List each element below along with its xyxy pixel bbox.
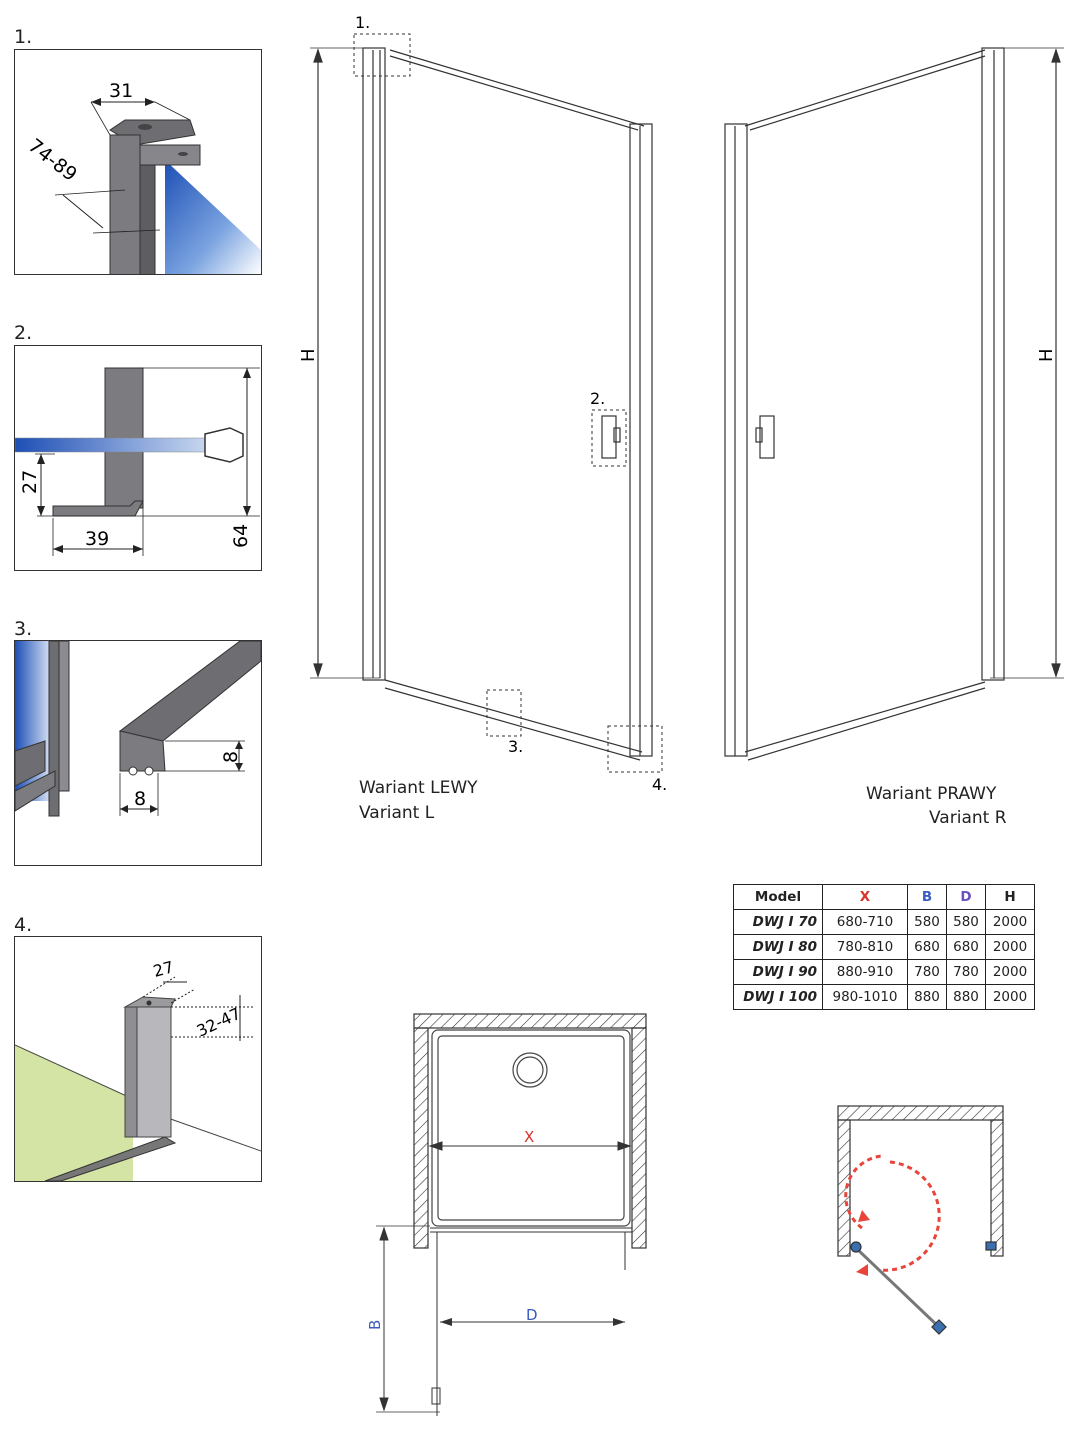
callout-4: 4. — [652, 775, 667, 794]
right-variant-line1: Wariant PRAWY — [866, 784, 997, 804]
header-b: B — [907, 884, 947, 910]
cell-h: 2000 — [985, 984, 1035, 1010]
detail-3-number: 3. — [14, 618, 33, 640]
right-variant-line2: Variant R — [929, 808, 1007, 828]
detail-2-height-small-dim: 27 — [19, 470, 41, 494]
cell-model: DWJ I 80 — [733, 934, 823, 960]
right-door — [724, 47, 1064, 761]
left-callout-boxes — [353, 33, 663, 773]
detail-3-width-dim: 8 — [134, 788, 146, 810]
detail-2-height-large-dim: 64 — [230, 524, 252, 548]
table-row: DWJ I 70 680-710 580 580 2000 — [733, 909, 1035, 935]
cell-x: 680-710 — [822, 909, 908, 935]
cell-d: 780 — [946, 959, 986, 985]
plan-drawing: X D B — [366, 1013, 1004, 1416]
cell-x: 880-910 — [822, 959, 908, 985]
detail-3-panel: 8 8 — [14, 640, 262, 866]
right-h-label: H — [1036, 348, 1057, 362]
detail-4-depth-dim: 27 — [151, 957, 176, 981]
cell-b: 580 — [907, 909, 947, 935]
callout-1: 1. — [355, 13, 370, 32]
detail-4-drawing: 27 32-47 — [15, 957, 261, 1181]
detail-2-width-dim: 39 — [85, 528, 109, 550]
detail-3-height-dim: 8 — [220, 751, 242, 763]
detail-1-number: 1. — [14, 26, 33, 48]
header-model: Model — [733, 884, 823, 910]
detail-3-drawing: 8 8 — [15, 641, 261, 817]
swing-arrow-icon — [844, 1154, 941, 1272]
callout-2: 2. — [590, 389, 605, 408]
detail-2-panel: 27 39 64 — [14, 345, 262, 571]
header-d: D — [946, 884, 986, 910]
cell-h: 2000 — [985, 959, 1035, 985]
cell-h: 2000 — [985, 934, 1035, 960]
cell-model: DWJ I 70 — [733, 909, 823, 935]
table-row: DWJ I 90 880-910 780 780 2000 — [733, 959, 1035, 985]
shower-tray — [431, 1029, 631, 1227]
detail-2-number: 2. — [14, 322, 33, 344]
left-door — [310, 47, 653, 761]
detail-1-width-dim: 31 — [109, 80, 133, 102]
plan-d-label: D — [526, 1306, 538, 1324]
left-h-label: H — [298, 348, 319, 362]
cell-model: DWJ I 90 — [733, 959, 823, 985]
left-variant-line1: Wariant LEWY — [359, 778, 478, 798]
plan-b-label: B — [366, 1320, 384, 1330]
cell-model: DWJ I 100 — [733, 984, 823, 1010]
model-table: Model X B D H DWJ I 70 680-710 580 580 2… — [733, 884, 1035, 1010]
left-variant-line2: Variant L — [359, 803, 435, 823]
plan-walls — [413, 1013, 647, 1249]
detail-2-drawing: 27 39 64 — [15, 367, 260, 556]
plan-x-label: X — [524, 1128, 534, 1146]
cell-b: 880 — [907, 984, 947, 1010]
cell-x: 980-1010 — [822, 984, 908, 1010]
table-row: DWJ I 80 780-810 680 680 2000 — [733, 934, 1035, 960]
table-header-row: Model X B D H — [733, 884, 1035, 910]
detail-1-drawing: 31 74-89 — [24, 80, 261, 274]
cell-d: 880 — [946, 984, 986, 1010]
cell-x: 780-810 — [822, 934, 908, 960]
detail-1-panel: 31 74-89 — [14, 49, 262, 275]
table-row: DWJ I 100 980-1010 880 880 2000 — [733, 984, 1035, 1010]
callout-3: 3. — [508, 737, 523, 756]
elevation-drawing: H H 1. 2. 3. 4. — [298, 13, 1064, 794]
detail-4-number: 4. — [14, 914, 33, 936]
swing-diagram — [837, 1105, 1004, 1335]
cell-h: 2000 — [985, 909, 1035, 935]
detail-4-panel: 27 32-47 — [14, 936, 262, 1182]
